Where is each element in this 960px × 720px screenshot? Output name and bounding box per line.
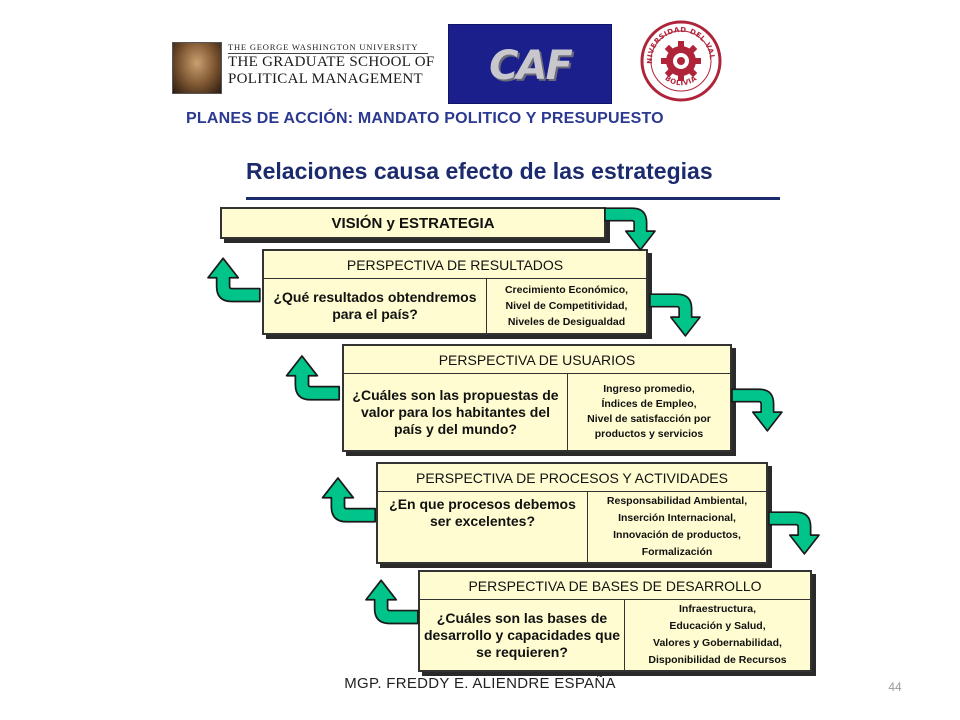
perspective-box-usuarios: PERSPECTIVA DE USUARIOS ¿Cuáles son las … xyxy=(342,344,732,452)
vision-strategy-box: VISIÓN y ESTRATEGIA xyxy=(220,207,606,239)
washington-portrait-icon xyxy=(172,42,222,94)
page-number: 44 xyxy=(888,680,902,694)
down-arrow-icon xyxy=(604,207,656,251)
perspective-question: ¿Qué resultados obtendremos para el país… xyxy=(264,279,487,333)
indicator-item: Nivel de Competitividad, xyxy=(505,300,628,312)
gwu-line-1: THE GEORGE WASHINGTON UNIVERSITY xyxy=(228,42,428,54)
up-arrow-icon xyxy=(365,579,419,625)
perspective-title: PERSPECTIVA DE USUARIOS xyxy=(344,346,730,374)
perspective-title: PERSPECTIVA DE PROCESOS Y ACTIVIDADES xyxy=(378,464,766,492)
down-arrow-icon xyxy=(649,293,701,337)
indicator-item: Crecimiento Económico, xyxy=(504,284,629,296)
up-arrow-icon xyxy=(207,257,261,303)
perspective-question: ¿Cuáles son las propuestas de valor para… xyxy=(344,374,568,450)
down-arrow-icon xyxy=(731,388,783,432)
gwu-wordmark: THE GEORGE WASHINGTON UNIVERSITY THE GRA… xyxy=(228,42,435,92)
indicator-item: Ingreso promedio, xyxy=(603,383,695,395)
footer-author: MGP. FREDDY E. ALIENDRE ESPAÑA xyxy=(344,675,616,692)
perspective-indicators: Infraestructura, Educación y Salud, Valo… xyxy=(625,600,810,670)
perspective-indicators: Ingreso promedio, Índices de Empleo, Niv… xyxy=(568,374,730,450)
indicator-item: Inserción Internacional, xyxy=(618,512,736,524)
indicator-item: Valores y Gobernabilidad, xyxy=(653,637,782,649)
perspective-box-bases: PERSPECTIVA DE BASES DE DESARROLLO ¿Cuál… xyxy=(418,570,812,672)
perspective-indicators: Crecimiento Económico, Nivel de Competit… xyxy=(487,279,646,333)
caf-logo-text: CAF xyxy=(489,43,573,89)
gwu-line-3: POLITICAL MANAGEMENT xyxy=(228,71,424,87)
perspective-box-resultados: PERSPECTIVA DE RESULTADOS ¿Qué resultado… xyxy=(262,249,648,335)
down-arrow-icon xyxy=(768,511,820,555)
indicator-item: Infraestructura, xyxy=(678,603,757,615)
perspective-question: ¿En que procesos debemos ser excelentes? xyxy=(378,492,588,562)
up-arrow-icon xyxy=(285,355,341,401)
indicator-item: Disponibilidad de Recursos xyxy=(648,654,787,666)
perspective-title: PERSPECTIVA DE RESULTADOS xyxy=(264,251,646,279)
gwu-logo: THE GEORGE WASHINGTON UNIVERSITY THE GRA… xyxy=(172,42,435,94)
perspective-question: ¿Cuáles son las bases de desarrollo y ca… xyxy=(420,600,625,670)
page-title: PLANES DE ACCIÓN: MANDATO POLITICO Y PRE… xyxy=(186,110,664,127)
indicator-item: Innovación de productos, xyxy=(613,529,741,541)
gear-icon xyxy=(661,41,701,81)
perspective-title: PERSPECTIVA DE BASES DE DESARROLLO xyxy=(420,572,810,600)
indicator-item: Responsabilidad Ambiental, xyxy=(606,495,748,507)
indicator-item: Nivel de satisfacción por productos y se… xyxy=(587,413,711,440)
indicator-item: Índices de Empleo, xyxy=(601,398,697,410)
indicator-item: Formalización xyxy=(641,546,713,558)
diagram-subtitle: Relaciones causa efecto de las estrategi… xyxy=(246,158,713,184)
perspective-indicators: Responsabilidad Ambiental, Inserción Int… xyxy=(588,492,766,562)
caf-logo: CAF xyxy=(448,24,612,104)
indicator-item: Educación y Salud, xyxy=(669,620,766,632)
subtitle-underline xyxy=(246,197,780,200)
up-arrow-icon xyxy=(321,477,377,523)
perspective-box-procesos: PERSPECTIVA DE PROCESOS Y ACTIVIDADES ¿E… xyxy=(376,462,768,564)
gwu-line-2: THE GRADUATE SCHOOL OF xyxy=(228,54,435,70)
universidad-del-valle-logo: UNIVERSIDAD DEL VALLE BOLIVIA xyxy=(640,20,722,102)
indicator-item: Niveles de Desigualdad xyxy=(507,316,626,328)
